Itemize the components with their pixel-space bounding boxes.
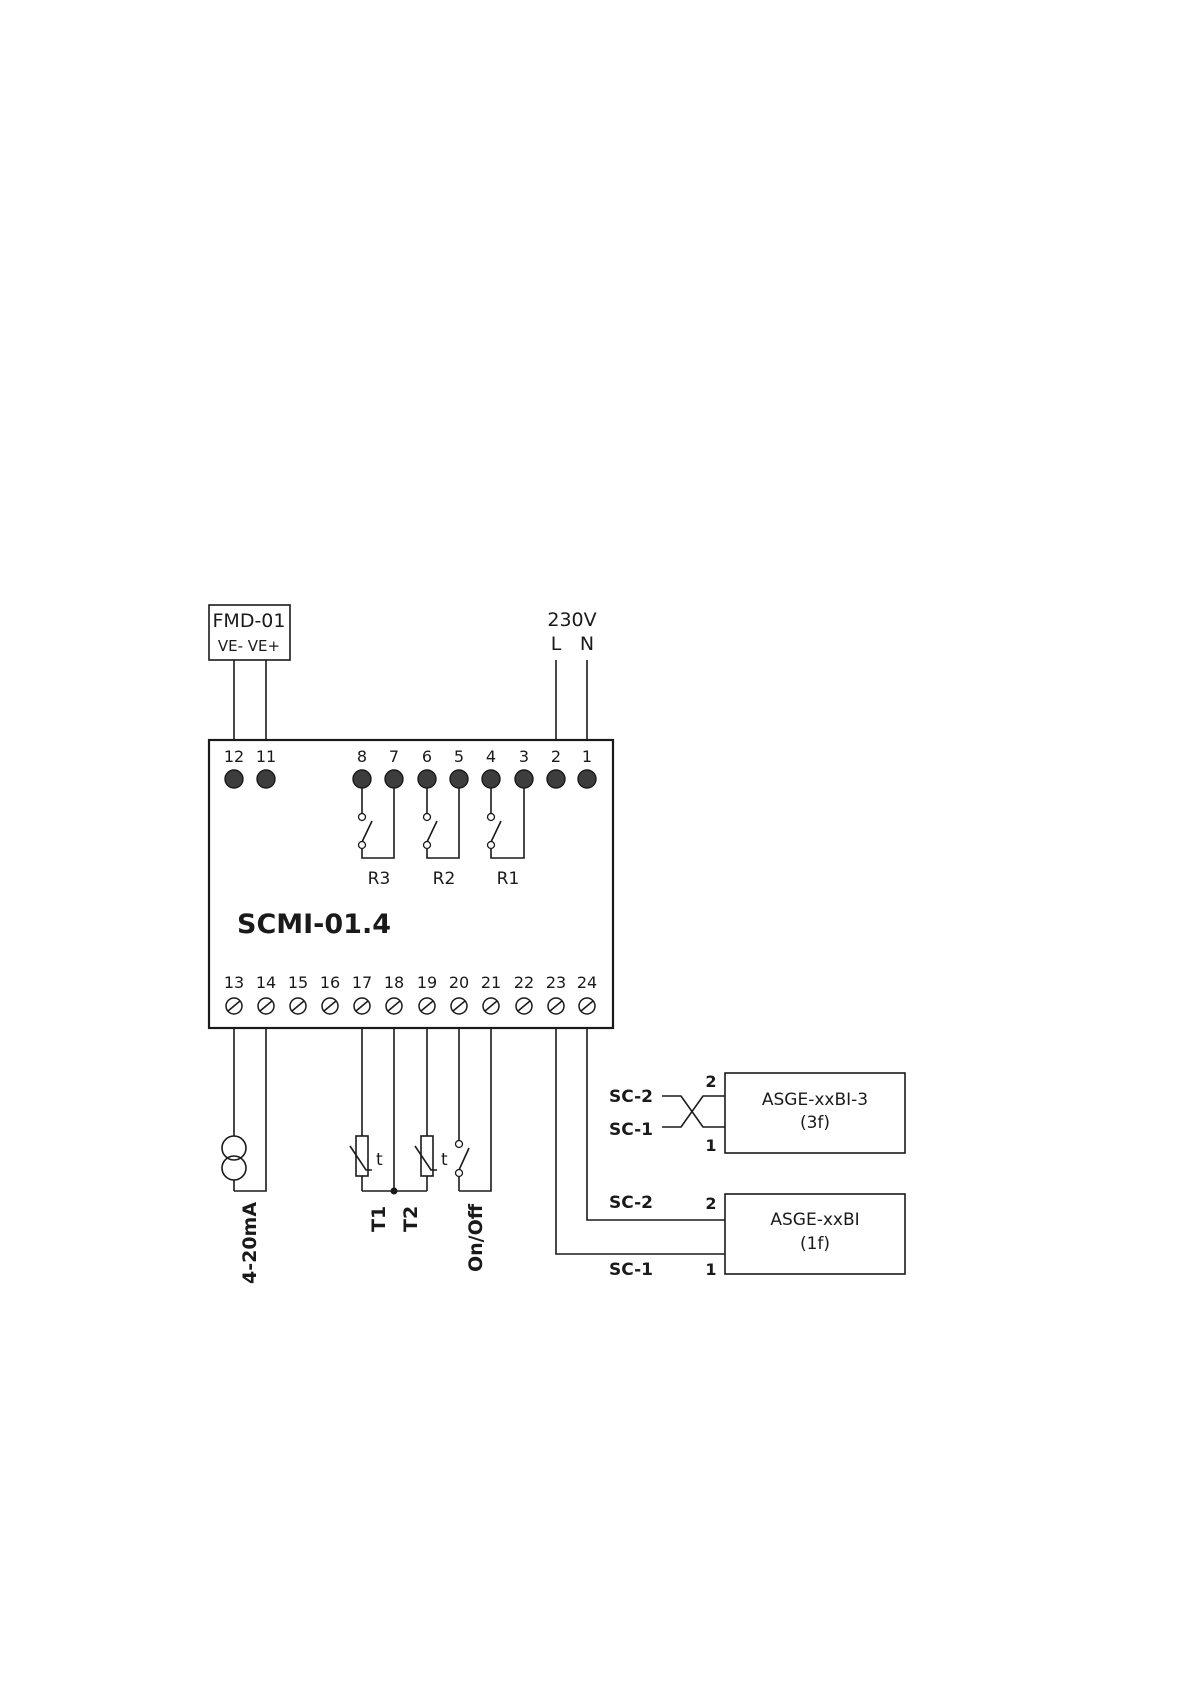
thermistor-symbol: t xyxy=(441,1150,448,1170)
pin-number: 23 xyxy=(546,973,566,992)
terminal-dot xyxy=(257,770,275,788)
relay-label: R3 xyxy=(368,869,391,889)
switch-icon xyxy=(459,1148,469,1170)
current-input: 4-20mA xyxy=(222,1028,266,1284)
pin-number: 11 xyxy=(256,747,276,766)
fmd-name: FMD-01 xyxy=(213,610,286,632)
screw-terminal xyxy=(483,998,499,1014)
motor-1f-pin-bottom: 1 xyxy=(705,1260,716,1279)
motor-3f-wire-bottom: SC-1 xyxy=(609,1120,653,1140)
t1-label: T1 xyxy=(368,1206,390,1232)
pin-number: 22 xyxy=(514,973,534,992)
t2-label: T2 xyxy=(400,1206,422,1232)
pin-number: 14 xyxy=(256,973,276,992)
pin-number: 7 xyxy=(389,747,399,766)
screw-terminal xyxy=(419,998,435,1014)
terminal-dot xyxy=(353,770,371,788)
motor-3f: ASGE-xxBI-3 (3f) SC-2 SC-1 2 1 xyxy=(609,1072,905,1155)
pin-number: 18 xyxy=(384,973,404,992)
motor-1f-phase: (1f) xyxy=(800,1234,830,1254)
screw-terminal xyxy=(548,998,564,1014)
crossed-wire xyxy=(662,1096,725,1127)
pin-number: 2 xyxy=(551,747,561,766)
power-neutral-label: N xyxy=(580,633,594,655)
onoff-label: On/Off xyxy=(465,1203,487,1272)
screw-terminal xyxy=(579,998,595,1014)
pin-number: 17 xyxy=(352,973,372,992)
motor-3f-pin-bottom: 1 xyxy=(705,1136,716,1155)
relay-label: R1 xyxy=(497,869,520,889)
motor-1f-name: ASGE-xxBI xyxy=(770,1210,859,1230)
motor-3f-name: ASGE-xxBI-3 xyxy=(762,1090,868,1110)
onoff-input: On/Off xyxy=(456,1028,492,1272)
pin-number: 20 xyxy=(449,973,469,992)
terminal-dot xyxy=(418,770,436,788)
motor-1f-wire-top: SC-2 xyxy=(609,1193,653,1213)
screw-terminal xyxy=(226,998,242,1014)
screw-terminal xyxy=(386,998,402,1014)
current-input-label: 4-20mA xyxy=(239,1202,261,1284)
terminal-dot xyxy=(385,770,403,788)
power-voltage: 230V xyxy=(547,609,596,631)
power-line-label: L xyxy=(551,633,562,655)
terminal-dot xyxy=(578,770,596,788)
controller-model: SCMI-01.4 xyxy=(237,909,391,940)
pin-number: 4 xyxy=(486,747,496,766)
pin-number: 13 xyxy=(224,973,244,992)
screw-terminal xyxy=(258,998,274,1014)
fmd-terminals: VE- VE+ xyxy=(218,637,280,655)
pin-number: 19 xyxy=(417,973,437,992)
pin-number: 6 xyxy=(422,747,432,766)
pin-number: 12 xyxy=(224,747,244,766)
fmd-module: FMD-01 VE- VE+ xyxy=(209,605,290,660)
junction-dot xyxy=(391,1188,398,1195)
pin-number: 16 xyxy=(320,973,340,992)
thermistor-symbol: t xyxy=(376,1150,383,1170)
power-supply: 230V L N xyxy=(547,609,596,655)
pin-number: 1 xyxy=(582,747,592,766)
motor-3f-phase: (3f) xyxy=(800,1113,830,1133)
screw-terminal xyxy=(354,998,370,1014)
pin-number: 8 xyxy=(357,747,367,766)
pin-number: 21 xyxy=(481,973,501,992)
crossed-wire xyxy=(662,1096,725,1127)
wire-sc2-1f xyxy=(587,1028,725,1220)
motor-3f-pin-top: 2 xyxy=(705,1072,716,1091)
temperature-inputs: t t T1 T2 xyxy=(350,1028,448,1232)
terminal-dot xyxy=(450,770,468,788)
pin-number: 3 xyxy=(519,747,529,766)
terminal-dot xyxy=(547,770,565,788)
motor-1f: ASGE-xxBI (1f) SC-2 SC-1 2 1 xyxy=(609,1193,905,1280)
screw-terminal xyxy=(516,998,532,1014)
screw-terminal xyxy=(322,998,338,1014)
screw-terminal xyxy=(451,998,467,1014)
terminal-dot xyxy=(515,770,533,788)
terminal-dot xyxy=(225,770,243,788)
pin-number: 5 xyxy=(454,747,464,766)
screw-terminal xyxy=(290,998,306,1014)
terminal-dot xyxy=(482,770,500,788)
pin-number: 15 xyxy=(288,973,308,992)
motor-1f-wire-bottom: SC-1 xyxy=(609,1260,653,1280)
motor-1f-pin-top: 2 xyxy=(705,1194,716,1213)
relay-label: R2 xyxy=(433,869,456,889)
motor-3f-wire-top: SC-2 xyxy=(609,1087,653,1107)
pin-number: 24 xyxy=(577,973,597,992)
